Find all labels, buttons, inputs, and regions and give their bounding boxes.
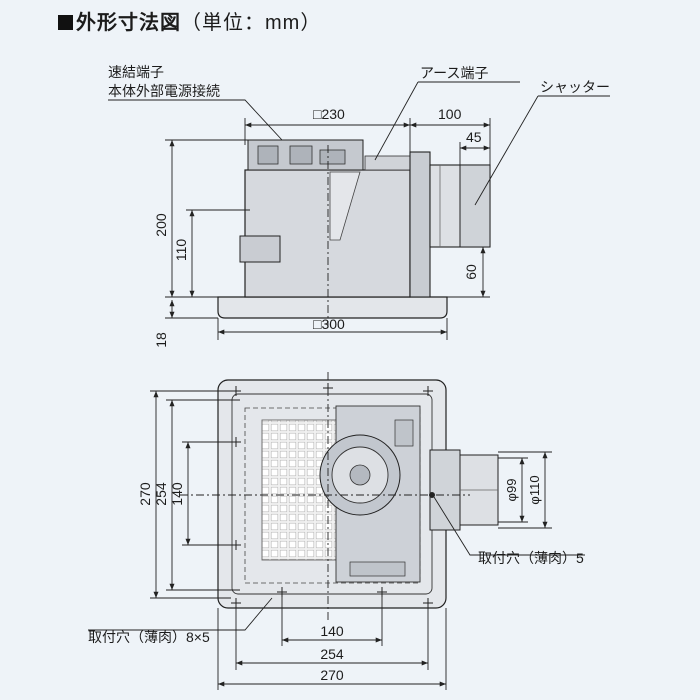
title-text: 外形寸法図 <box>76 12 181 34</box>
title-unit: （単位：mm） <box>181 12 322 34</box>
dim-center-height: 110 <box>173 239 189 262</box>
label-earth-terminal: アース端子 <box>420 65 488 81</box>
mount-outline <box>244 407 421 584</box>
duct-connector <box>429 449 461 531</box>
dim-bottom-inner: 140 <box>320 623 344 639</box>
label-mount-hole-right: 取付穴（薄肉）5 <box>478 550 584 566</box>
dim-left-outer: 270 <box>137 482 153 506</box>
dim-left-mid: 254 <box>153 482 169 506</box>
dim-left-inner: 140 <box>169 482 185 506</box>
title-square-icon <box>58 15 73 30</box>
dim-pipe-outer: φ110 <box>527 475 542 504</box>
inner-bracket <box>329 171 361 241</box>
plan-view-dimensions <box>88 372 585 690</box>
body-housing <box>244 169 411 298</box>
dim-top-size: □230 <box>313 106 345 122</box>
label-quick-terminal-2: 本体外部電源接続 <box>108 83 220 99</box>
terminal-box <box>239 235 281 263</box>
plan-view <box>217 379 499 609</box>
dim-duct-offset: 60 <box>463 264 479 280</box>
fan-hub <box>349 464 371 486</box>
dim-pipe-inner: φ99 <box>504 479 519 502</box>
label-quick-terminal-1: 速結端子 <box>108 64 164 80</box>
dim-adapter-length: 100 <box>438 106 462 122</box>
dim-bottom-outer: 270 <box>320 667 344 683</box>
dim-flange: 18 <box>153 332 169 348</box>
bottom-flange <box>217 296 448 319</box>
dim-bottom-mid: 254 <box>320 646 344 662</box>
dim-shutter-length: 45 <box>466 129 482 145</box>
side-view <box>217 139 491 319</box>
page-title: 外形寸法図（単位：mm） <box>58 6 321 35</box>
dim-height: 200 <box>153 213 169 237</box>
label-mount-hole-left: 取付穴（薄肉）8×5 <box>88 629 210 645</box>
side-view-dimensions <box>108 81 610 340</box>
label-shutter: シャッター <box>540 79 610 95</box>
adapter-neck <box>409 151 431 298</box>
dim-bottom-size: □300 <box>313 316 345 332</box>
